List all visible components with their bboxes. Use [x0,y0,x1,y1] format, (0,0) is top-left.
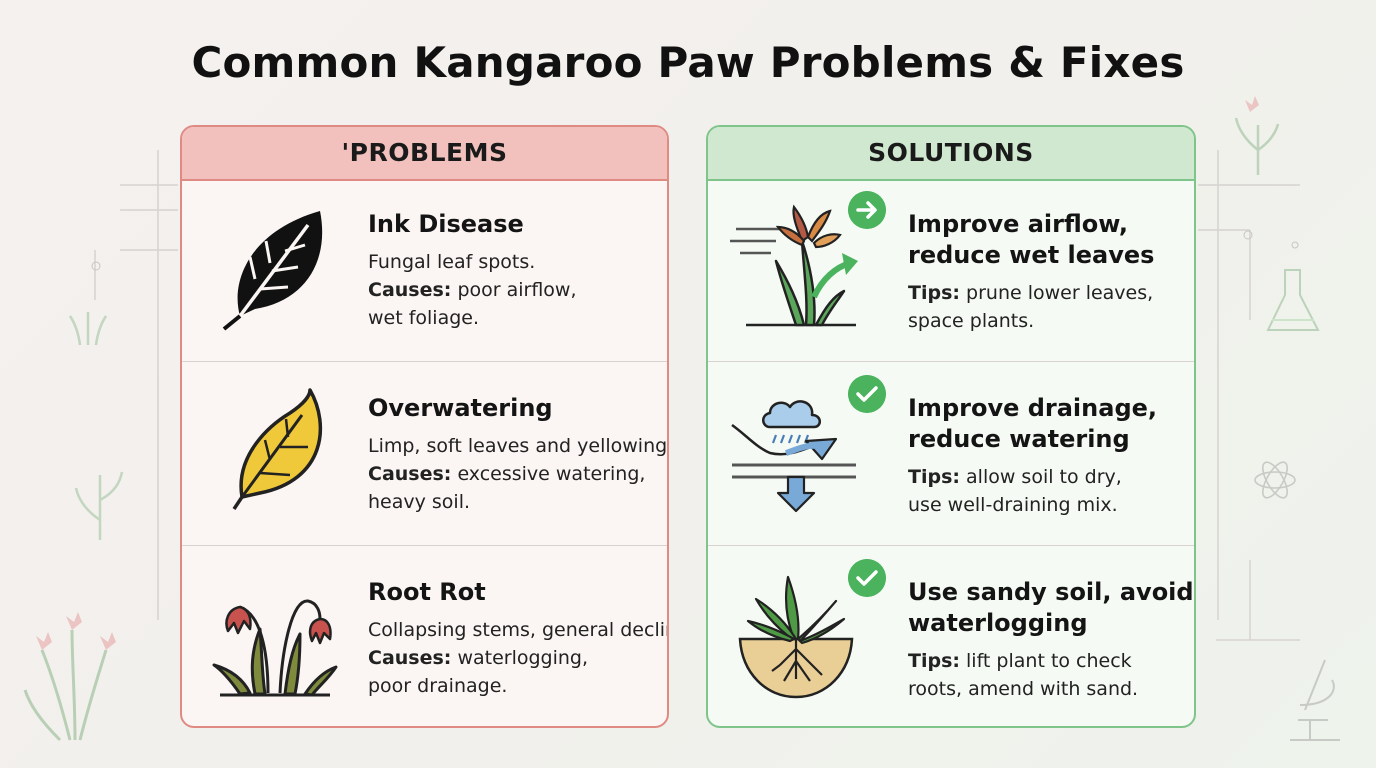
tips-text-cont: roots, amend with sand. [908,678,1139,700]
decor-microscope-icon [1290,659,1340,741]
drainage-icon [731,400,856,513]
solution-title-line2: reduce wet leaves [908,241,1155,269]
problems-header: 'PROBLEMS [182,127,667,181]
problem-item-overwatering: Overwatering Limp, soft leaves and yello… [182,363,667,547]
causes-text: excessive watering, [451,463,646,485]
row-divider [708,361,1194,362]
page-title: Common Kangaroo Paw Problems & Fixes [191,38,1185,87]
causes-text-cont: poor drainage. [368,675,508,697]
causes-text: poor airflow, [451,279,577,301]
problem-symptom: Collapsing stems, general decline. [368,619,669,641]
drooping-plant-icon [212,599,338,697]
solution-title-line1: Improve drainage, [908,394,1158,422]
solution-item-airflow: Improve airflow, reduce wet leaves Tips:… [708,179,1194,363]
tips-label: Tips: [908,282,960,304]
solution-title-line1: Use sandy soil, avoid [908,578,1194,606]
problem-item-ink-disease: Ink Disease Fungal leaf spots. Causes: p… [182,179,667,363]
causes-label: Causes: [368,279,452,301]
decor-plant-left-icon [23,629,108,742]
solution-title-line2: waterlogging [908,609,1088,637]
causes-text: waterlogging, [451,647,589,669]
solution-item-sandy-soil: Use sandy soil, avoid waterlogging Tips:… [708,547,1194,726]
airflow-plant-icon [730,204,858,327]
decor-atom-icon [1254,461,1296,499]
sandy-soil-plant-icon [738,575,854,699]
solutions-panel: SOLUTIONS Improve airflow, reduce wet le… [706,125,1196,728]
solution-title-line1: Improve airflow, [908,210,1129,238]
check-badge-icon [848,375,886,413]
tips-text-cont: space plants. [908,310,1035,332]
problem-item-root-rot: Root Rot Collapsing stems, general decli… [182,547,669,726]
solution-item-drainage: Improve drainage, reduce watering Tips: … [708,363,1194,547]
causes-label: Causes: [368,647,452,669]
row-divider [182,361,667,362]
causes-label: Causes: [368,463,452,485]
tips-label: Tips: [908,466,960,488]
tips-label: Tips: [908,650,960,672]
tips-text: allow soil to dry, [959,466,1122,488]
tips-text: lift plant to check [959,650,1132,672]
black-leaf-icon [222,211,323,331]
causes-text-cont: wet foliage. [368,307,480,329]
row-divider [708,545,1194,546]
arrow-badge-icon [848,191,886,229]
yellow-leaf-icon [232,388,323,510]
problem-symptom: Limp, soft leaves and yellowing. [368,435,669,457]
causes-text-cont: heavy soil. [368,491,471,513]
problem-title: Ink Disease [368,210,524,238]
tips-text: prune lower leaves, [959,282,1154,304]
problem-title: Overwatering [368,394,553,422]
check-badge-icon [848,559,886,597]
problems-panel: 'PROBLEMS Ink Disease Fungal leaf spots.… [180,125,669,728]
solutions-header: SOLUTIONS [708,127,1194,181]
problem-title: Root Rot [368,578,486,606]
problem-symptom: Fungal leaf spots. [368,251,536,273]
tips-text-cont: use well-draining mix. [908,494,1118,516]
row-divider [182,545,667,546]
decor-flask-icon [1266,269,1320,331]
solution-title-line2: reduce watering [908,425,1130,453]
